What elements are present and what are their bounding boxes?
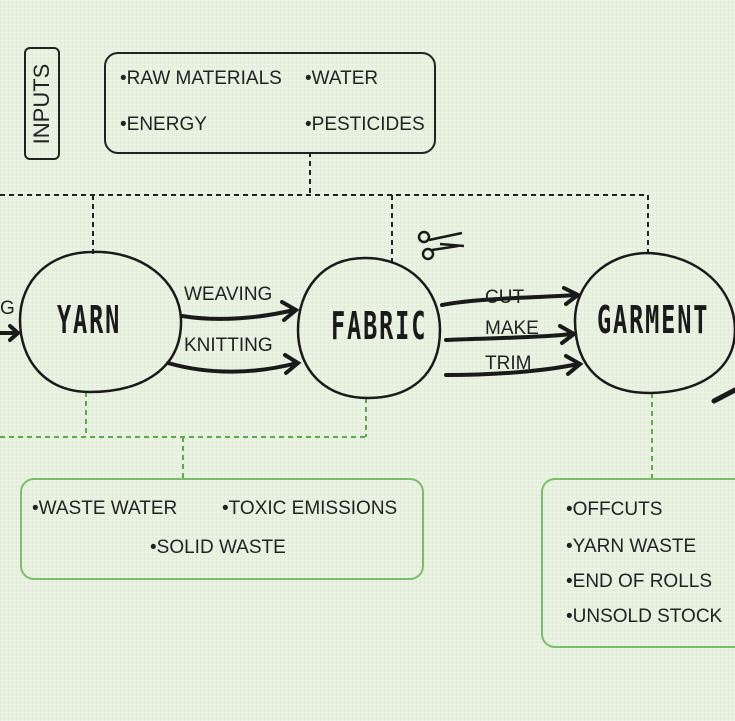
outputs-right-box xyxy=(541,478,735,648)
garment-label: GARMENT xyxy=(597,298,710,342)
inputs-label: INPUTS xyxy=(29,63,54,145)
inputs-box xyxy=(104,52,436,154)
process-cut: CUT xyxy=(485,287,525,308)
input-item: •WATER xyxy=(305,68,379,89)
output-item: •OFFCUTS xyxy=(566,499,663,520)
fabric-node xyxy=(296,256,442,400)
output-item: •YARN WASTE xyxy=(566,536,697,557)
arrow-knitting xyxy=(166,353,302,375)
inputs-label-box: INPUTS xyxy=(24,47,60,160)
output-item: •SOLID WASTE xyxy=(150,537,286,558)
prev-node-label: G xyxy=(0,298,15,319)
input-item: •PESTICIDES xyxy=(305,114,425,135)
scissors-icon xyxy=(417,230,465,261)
yarn-node xyxy=(18,250,183,394)
yarn-label: YARN xyxy=(57,298,122,342)
arrow-trim xyxy=(444,354,584,377)
process-weaving: WEAVING xyxy=(184,284,273,305)
process-trim: TRIM xyxy=(485,353,532,374)
output-item: •UNSOLD STOCK xyxy=(566,606,723,627)
input-item: •ENERGY xyxy=(120,114,207,135)
output-item: •END OF ROLLS xyxy=(566,571,713,592)
fabric-label: FABRIC xyxy=(331,304,428,348)
output-item: •WASTE WATER xyxy=(32,498,178,519)
needle-icon xyxy=(711,387,735,404)
arrow-make xyxy=(444,324,578,345)
arrow-cut xyxy=(440,286,582,307)
arrow-weaving xyxy=(180,300,300,322)
process-knitting: KNITTING xyxy=(184,335,273,356)
input-item: •RAW MATERIALS xyxy=(120,68,282,89)
output-item: •TOXIC EMISSIONS xyxy=(222,498,398,519)
garment-node xyxy=(573,251,735,395)
outputs-left-box xyxy=(20,478,424,580)
process-make: MAKE xyxy=(485,318,539,339)
arrow-in xyxy=(0,324,22,342)
